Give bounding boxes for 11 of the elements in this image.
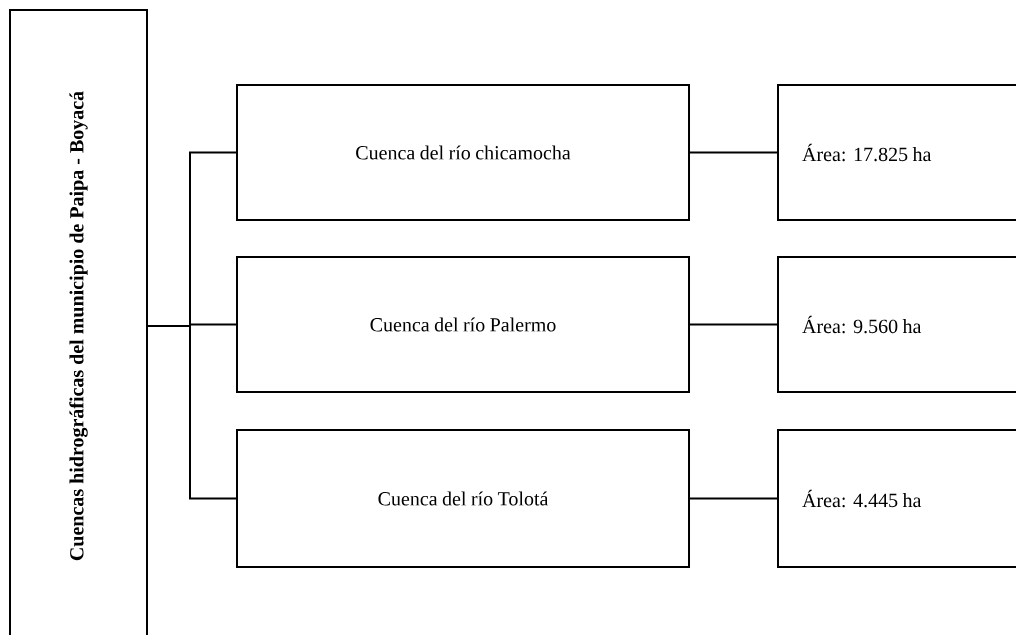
basin-box: Cuenca del río chicamocha: [236, 84, 690, 221]
area-box: Área: 17.825 ha: [777, 84, 1016, 221]
basin-box: Cuenca del río Palermo: [236, 256, 690, 393]
area-box: Área: 9.560 ha: [777, 256, 1016, 393]
connector-line: [689, 323, 778, 326]
connector-line: [689, 151, 778, 154]
branch-connector: [147, 325, 237, 500]
title-box: Cuencas hidrográficas del municipio de Paipa - Boyacá: [9, 9, 148, 635]
connector-line: [689, 497, 778, 500]
area-box: Área: 4.445 ha: [777, 429, 1016, 568]
basin-box: Cuenca del río Tolotá: [236, 429, 690, 568]
